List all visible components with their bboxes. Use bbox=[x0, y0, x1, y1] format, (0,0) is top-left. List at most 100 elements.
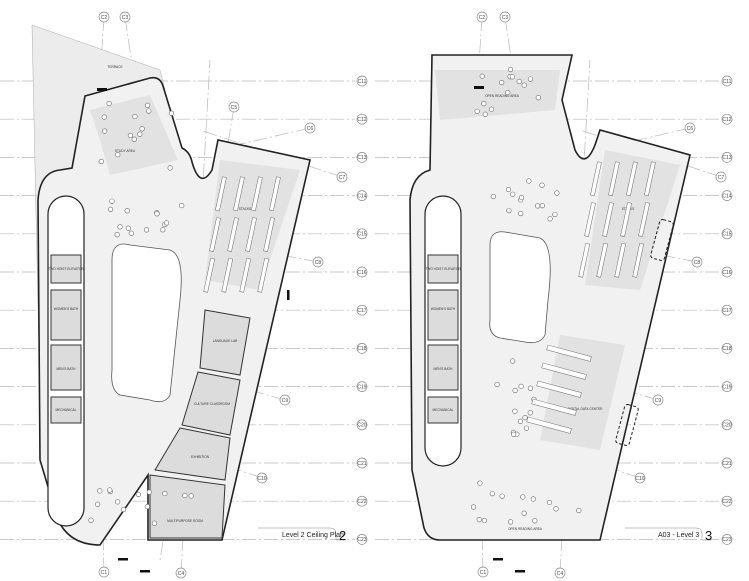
door-marker bbox=[493, 558, 503, 561]
grid-label: C16 bbox=[357, 270, 366, 276]
grid-bubble bbox=[721, 152, 733, 163]
bookshelf bbox=[239, 257, 251, 293]
column-tag: C6 bbox=[684, 122, 696, 134]
column-tag: C8 bbox=[691, 256, 703, 268]
study-zone bbox=[90, 95, 178, 175]
chair bbox=[115, 152, 121, 158]
grid-bubble bbox=[356, 381, 368, 392]
grid-bubble bbox=[312, 256, 324, 268]
chair bbox=[489, 491, 495, 497]
grid-label: C8 bbox=[315, 260, 322, 266]
room-label: EXHIBITION bbox=[191, 455, 210, 459]
bookshelf bbox=[596, 242, 608, 278]
grid-bubble bbox=[691, 256, 703, 268]
room-label: MULTIPURPOSE ROOM bbox=[167, 519, 203, 523]
chair bbox=[518, 210, 524, 217]
grid-bubble bbox=[715, 171, 727, 183]
womens-bath bbox=[50, 289, 82, 341]
chair bbox=[160, 227, 166, 233]
chair bbox=[107, 487, 113, 493]
column-grid-line bbox=[594, 127, 691, 151]
grid-label: C23 bbox=[357, 537, 366, 543]
grid-row-tag: C17 bbox=[356, 304, 368, 316]
grid-row-tag: C21 bbox=[356, 457, 368, 469]
room-label: OPEN READING AREA bbox=[485, 94, 520, 98]
chair bbox=[88, 517, 94, 523]
grid-row-tag: C15 bbox=[721, 228, 733, 240]
data-center-zone bbox=[540, 335, 625, 450]
grid-bubble bbox=[554, 567, 566, 579]
grid-bubble bbox=[356, 190, 368, 201]
chair bbox=[527, 385, 534, 391]
grid-bubble bbox=[684, 122, 696, 134]
grid-bubble bbox=[356, 152, 368, 163]
chair bbox=[477, 480, 483, 486]
grid-bubble bbox=[356, 419, 368, 431]
chair bbox=[521, 510, 527, 516]
grid-row-tag: C22 bbox=[721, 495, 733, 507]
plan-title: A03 - Level 3 bbox=[658, 532, 699, 539]
exhibition-room bbox=[154, 427, 231, 481]
bookshelf bbox=[584, 202, 596, 237]
chair bbox=[97, 488, 103, 494]
grid-label: C2 bbox=[479, 15, 486, 21]
multipurpose-room bbox=[149, 474, 226, 539]
room-label: CULTURE CLASSROOM bbox=[194, 402, 230, 406]
chair bbox=[115, 499, 121, 505]
grid-bubble bbox=[279, 394, 291, 406]
computer-desk bbox=[546, 344, 592, 362]
chair bbox=[476, 517, 482, 523]
bookshelf bbox=[638, 202, 650, 237]
grid-label: C10 bbox=[635, 476, 644, 482]
room-label: STACKS bbox=[239, 207, 252, 211]
atrium-void bbox=[489, 231, 551, 344]
grid-row-tag: C13 bbox=[356, 152, 368, 163]
chair bbox=[523, 425, 530, 431]
chair bbox=[474, 108, 480, 114]
grid-label: C4 bbox=[178, 571, 185, 577]
grid-bubble bbox=[356, 228, 368, 240]
chair bbox=[507, 519, 514, 525]
column-tag: C1 bbox=[98, 566, 110, 578]
grid-label: C21 bbox=[357, 461, 366, 467]
grid-bubble bbox=[721, 266, 733, 278]
grid-label: C11 bbox=[723, 79, 732, 85]
grid-label: C19 bbox=[722, 384, 731, 390]
chair bbox=[527, 76, 534, 82]
computer-desk bbox=[541, 362, 587, 380]
grid-label: C23 bbox=[722, 537, 731, 543]
chair bbox=[114, 232, 120, 238]
chair bbox=[151, 520, 158, 526]
grid-bubble bbox=[356, 304, 368, 316]
grid-label: C12 bbox=[722, 117, 731, 123]
room-label: STUDY AREA bbox=[115, 149, 136, 153]
bookshelf bbox=[221, 257, 233, 293]
grid-bubble bbox=[721, 381, 733, 392]
elevator-room bbox=[50, 254, 82, 284]
column-tag: C2 bbox=[476, 11, 488, 23]
column-grid-line bbox=[180, 59, 211, 574]
bookshelf bbox=[644, 161, 656, 197]
bookshelf bbox=[245, 217, 257, 252]
bookshelf bbox=[263, 217, 275, 252]
grid-label: C15 bbox=[722, 232, 731, 238]
grid-bubble bbox=[721, 304, 733, 316]
column-tag: C3 bbox=[499, 11, 511, 23]
door-marker bbox=[474, 86, 484, 89]
grid-bubble bbox=[476, 11, 488, 23]
column-tag: C4 bbox=[175, 567, 187, 579]
grid-row-tag: C17 bbox=[721, 304, 733, 316]
grid-label: C21 bbox=[722, 461, 731, 467]
grid-row-tag: C19 bbox=[721, 381, 733, 392]
chair bbox=[144, 503, 150, 510]
grid-label: C14 bbox=[722, 193, 731, 199]
chair bbox=[132, 113, 138, 120]
chair bbox=[479, 73, 485, 79]
chair bbox=[518, 383, 524, 389]
grid-bubble bbox=[499, 11, 511, 23]
chair bbox=[499, 79, 505, 86]
bookshelf bbox=[227, 217, 239, 252]
grid-label: C2 bbox=[101, 15, 108, 21]
chair bbox=[554, 190, 560, 196]
grid-row-tag: C16 bbox=[356, 266, 368, 278]
